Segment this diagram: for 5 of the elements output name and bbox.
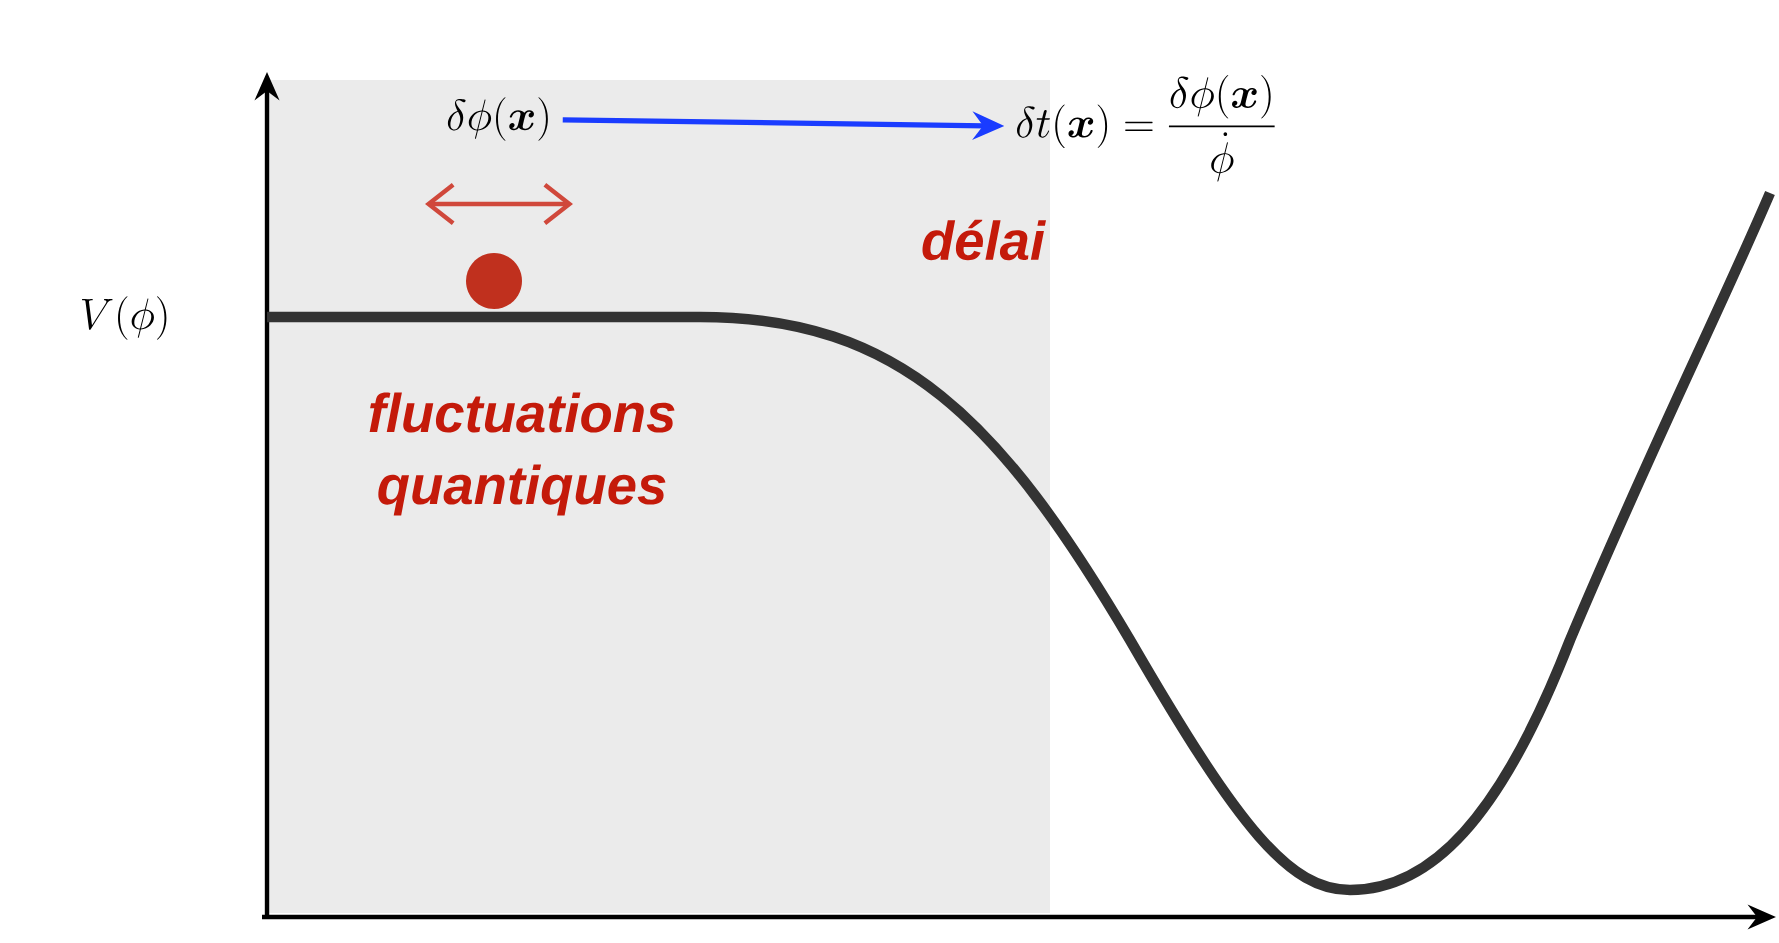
annotation-text: délai xyxy=(922,219,1046,261)
formula-label: $\delta\phi(\boldsymbol{x})$ xyxy=(447,97,548,141)
annotation-text: fluctuations quantiques xyxy=(369,392,675,516)
axis-label: $V(\phi)$ xyxy=(82,296,167,340)
formula-label: $\delta t(\boldsymbol{x}) = \frac{\delta\phi(\boldsymbol{x})}{\dot{\phi}}$ xyxy=(1017,74,1275,182)
